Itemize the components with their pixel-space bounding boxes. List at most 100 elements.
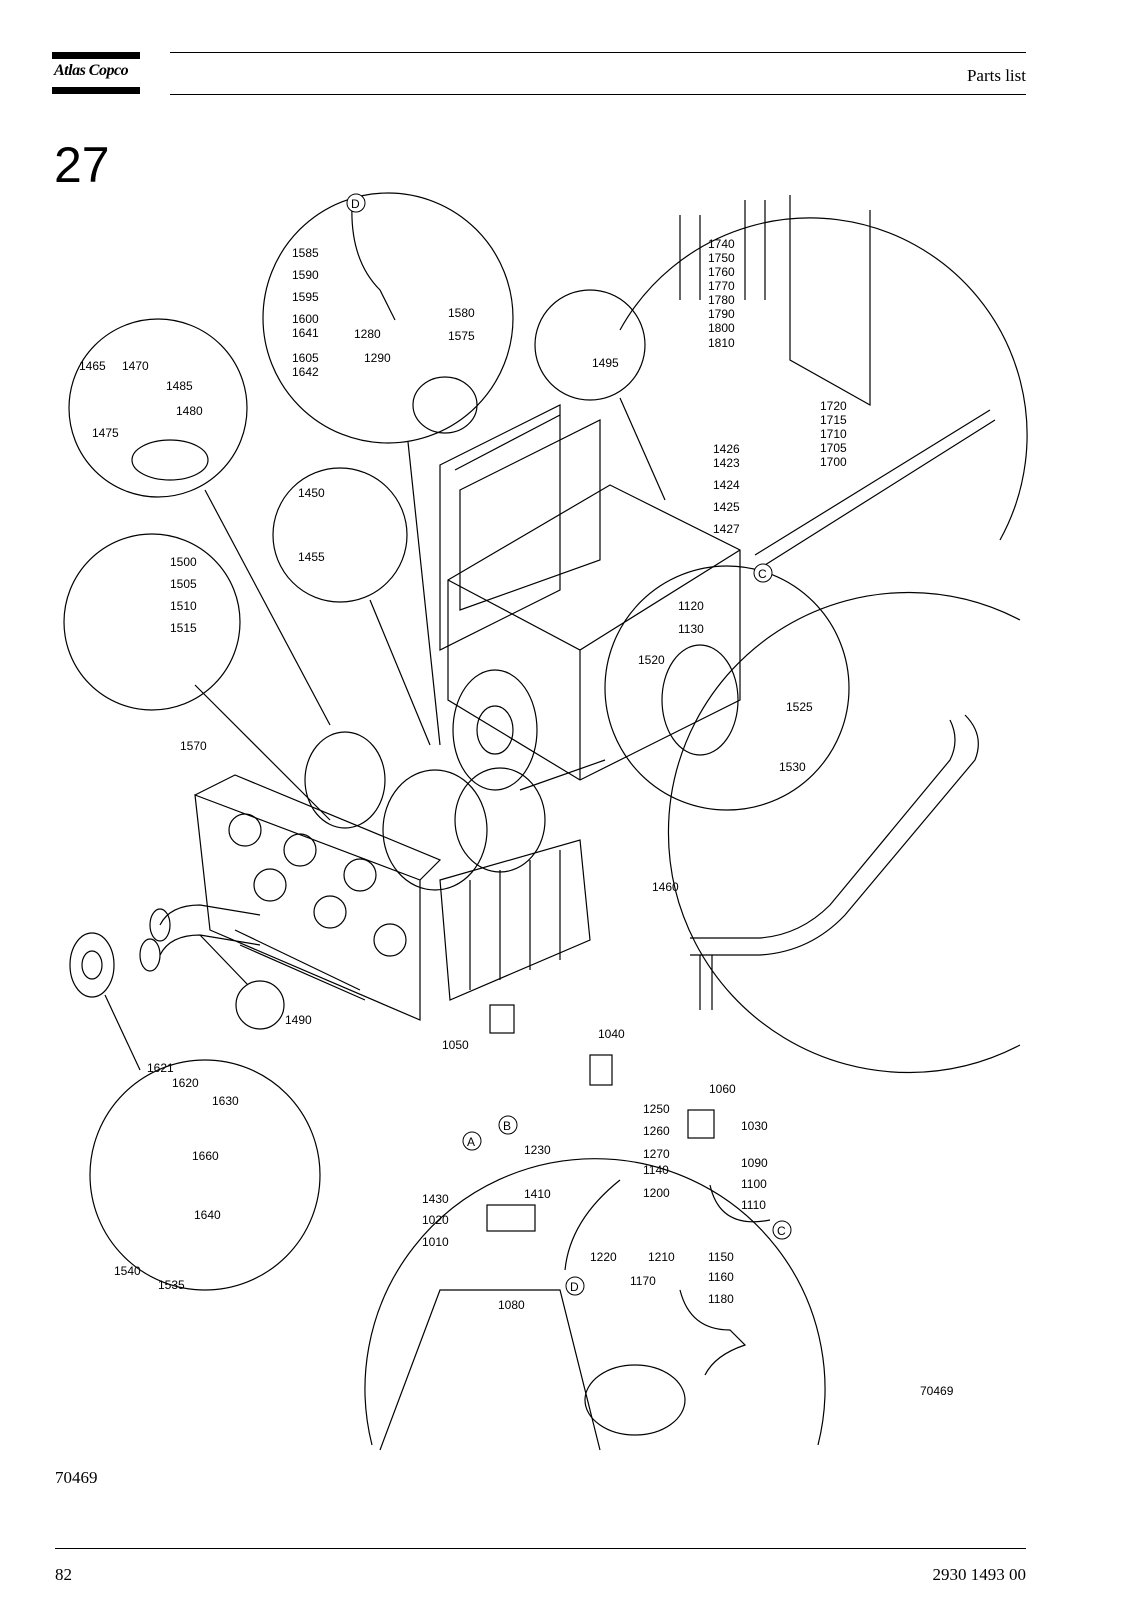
part-label: 1642 [292, 365, 319, 379]
part-label: 1465 [79, 359, 106, 373]
part-label: 1585 [292, 246, 319, 260]
part-label: 1470 [122, 359, 149, 373]
part-label: 1180 [708, 1292, 734, 1306]
cabinet-rails [679, 200, 766, 300]
part-label: 1140 [643, 1163, 669, 1177]
leader-1621 [104, 994, 141, 1071]
detail-circle-d [262, 192, 514, 444]
part-label: 1426 [713, 442, 740, 456]
part-label: 1423 [713, 456, 740, 470]
part-label: 1621 [147, 1061, 174, 1075]
part-label: 1010 [422, 1235, 449, 1249]
oil-pipe-outer [690, 714, 979, 956]
part-label: 1525 [786, 700, 813, 714]
part-label: 1630 [212, 1094, 239, 1108]
component-1040 [589, 1054, 613, 1086]
callouts: D C A B C D [346, 193, 792, 1296]
part-label: 1810 [708, 336, 735, 350]
part-label: 1760 [708, 265, 735, 279]
part-label: 1495 [592, 356, 619, 370]
wire-c [709, 1184, 771, 1223]
cabinet-panel [789, 195, 871, 407]
leader-1465 [204, 489, 331, 726]
leader-c [519, 759, 606, 791]
part-label: 1535 [158, 1278, 185, 1292]
part-label: 1080 [498, 1298, 525, 1312]
part-label: 1280 [354, 327, 381, 341]
part-label: 1770 [708, 279, 735, 293]
part-label: 1200 [643, 1186, 670, 1200]
cooler-pipe [754, 409, 996, 566]
part-label: 1600 [292, 312, 319, 326]
detail-circle-c [604, 565, 850, 811]
atlas-copco-logo: Atlas Copco [52, 52, 140, 94]
part-label: 1740 [708, 237, 735, 251]
part-label: 1270 [643, 1147, 670, 1161]
callout-d-electrical: D [570, 1280, 579, 1294]
detail-arc-1740 [619, 217, 1028, 541]
detail-arc-electrical [364, 1158, 826, 1446]
logo-bar-bottom [52, 87, 140, 94]
part-label: 1660 [192, 1149, 219, 1163]
part-label: 1120 [678, 599, 704, 613]
part-label: 1090 [741, 1156, 768, 1170]
callout-a: A [467, 1135, 475, 1149]
logo-text: Atlas Copco [54, 62, 129, 79]
part-label: 1480 [176, 404, 203, 418]
detail-circle-1621 [89, 1059, 321, 1291]
part-label: 1030 [741, 1119, 768, 1133]
component-1410 [486, 1204, 536, 1232]
part-label: 1540 [114, 1264, 141, 1278]
part-label: 1570 [180, 739, 207, 753]
part-label: 1520 [638, 653, 665, 667]
part-labels: 1585 1590 1595 1600 1641 1605 1642 1280 … [79, 237, 954, 1398]
part-label: 1505 [170, 577, 197, 591]
part-label: 1424 [713, 478, 740, 492]
wire-1180 [679, 1289, 747, 1376]
part-label: 1100 [741, 1177, 767, 1191]
page-header-title: Parts list [966, 66, 1026, 85]
part-label: 1790 [708, 307, 735, 321]
detail-circle-1495 [534, 289, 646, 401]
part-label: 1230 [524, 1143, 551, 1157]
part-label: 1500 [170, 555, 197, 569]
detail-circle-1500 [63, 533, 241, 711]
part-label: 1510 [170, 599, 197, 613]
part-label: 1705 [820, 441, 847, 455]
part-label: 1490 [285, 1013, 312, 1027]
part-label: 1427 [713, 522, 740, 536]
part-label: 1040 [598, 1027, 625, 1041]
part-label: 1150 [708, 1250, 734, 1264]
part-label: 1640 [194, 1208, 221, 1222]
leader-1490 [199, 934, 249, 986]
drawing-id: 70469 [920, 1384, 954, 1398]
part-label: 1130 [678, 622, 704, 636]
part-label: 1620 [172, 1076, 199, 1090]
part-label: 1580 [448, 306, 475, 320]
part-label: 1485 [166, 379, 193, 393]
part-label: 1460 [652, 880, 679, 894]
base-frame [379, 1289, 601, 1451]
component-1050 [489, 1004, 515, 1034]
component-1030 [687, 1109, 715, 1139]
part-label: 1170 [630, 1274, 656, 1288]
callout-b: B [503, 1119, 511, 1133]
part-label: 1450 [298, 486, 325, 500]
document-number: 2930 1493 00 [932, 1565, 1027, 1584]
detail-circle-1465 [68, 318, 248, 498]
section-number: 27 [54, 137, 110, 193]
part-label: 1290 [364, 351, 391, 365]
callout-c: C [758, 567, 767, 581]
part-label: 1575 [448, 329, 475, 343]
header-rule-top [170, 52, 1026, 53]
part-label: 1220 [590, 1250, 617, 1264]
leader-1450 [369, 599, 431, 746]
part-label: 1720 [820, 399, 847, 413]
flange-1465 [131, 439, 209, 481]
compressor-assembly [69, 404, 741, 1021]
drain-pipe [699, 955, 713, 1010]
part-label: 1455 [298, 550, 325, 564]
part-label: 1160 [708, 1270, 734, 1284]
part-label: 1475 [92, 426, 119, 440]
